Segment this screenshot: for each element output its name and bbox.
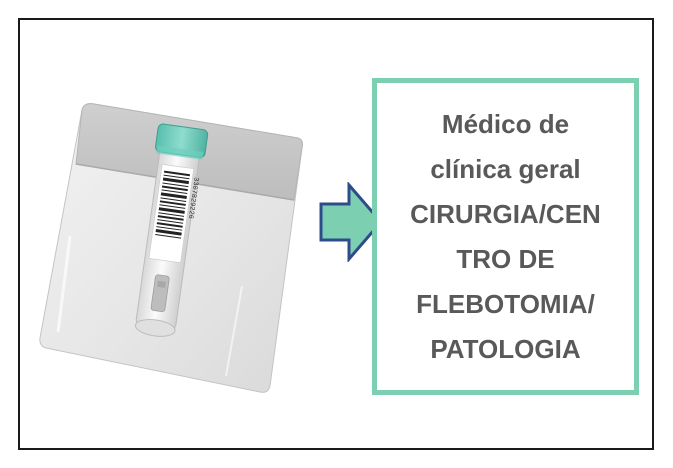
destination-label-box: Médico de clínica geral CIRURGIA/CEN TRO… <box>372 78 639 395</box>
label-line: clínica geral <box>430 153 581 184</box>
specimen-bag-icon: 3307829226 <box>39 103 303 393</box>
right-arrow-icon <box>319 182 383 262</box>
label-line: Médico de <box>441 108 570 139</box>
label-line: CIRURGIA/CEN <box>410 198 601 229</box>
label-line: TRO DE <box>456 243 555 274</box>
destination-label: Médico de clínica geral CIRURGIA/CEN TRO… <box>410 102 601 372</box>
label-line: PATOLOGIA <box>430 333 581 364</box>
figure-frame: 3307829226 Médico de clínica geral CIRUR… <box>18 18 654 450</box>
label-line: FLEBOTOMIA/ <box>416 288 595 319</box>
